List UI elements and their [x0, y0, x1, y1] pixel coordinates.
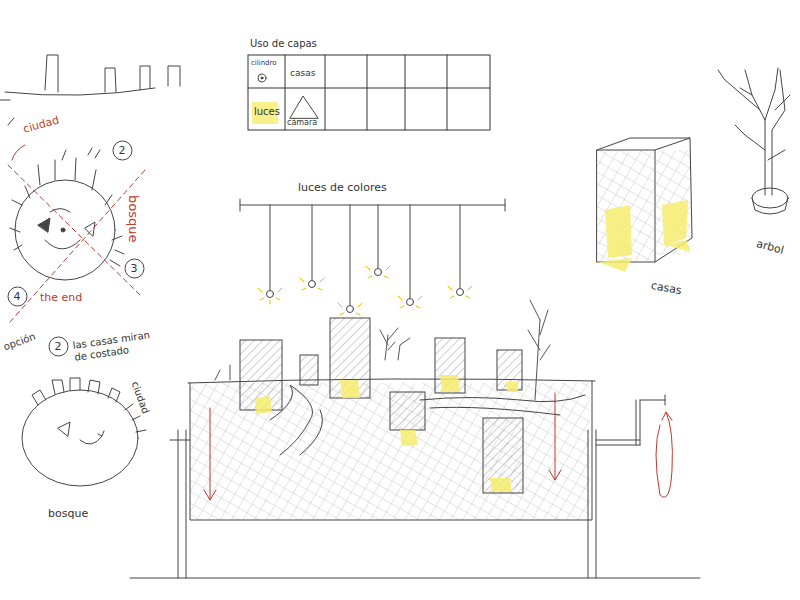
callout-circle: 4	[7, 286, 28, 307]
table-title: Uso de capas	[250, 38, 317, 50]
region-label: ciudad	[129, 380, 151, 415]
callout-circle: 2	[112, 140, 133, 161]
table-cell: cámara	[287, 118, 317, 127]
region-label: the end	[40, 292, 82, 305]
region-label: ciudad	[22, 114, 61, 136]
object-label: arbol	[755, 238, 785, 257]
region-label: bosque	[125, 195, 140, 242]
callout-circle: 3	[124, 258, 145, 279]
table-cell: cilindro	[251, 59, 277, 67]
callout-circle: 2	[48, 336, 69, 357]
table-cell: casas	[290, 68, 315, 78]
note-text: las casas miran de costado	[72, 329, 156, 363]
table-cell: luces	[254, 106, 280, 118]
option-label: opción	[2, 331, 37, 353]
object-label: casas	[650, 280, 683, 298]
callout-number: 2	[112, 144, 133, 157]
callout-number: 4	[7, 290, 28, 303]
callout-number: 3	[124, 262, 145, 275]
callout-number: 2	[48, 340, 69, 353]
region-label: bosque	[48, 508, 88, 521]
lights-label: luces de colores	[298, 182, 387, 195]
